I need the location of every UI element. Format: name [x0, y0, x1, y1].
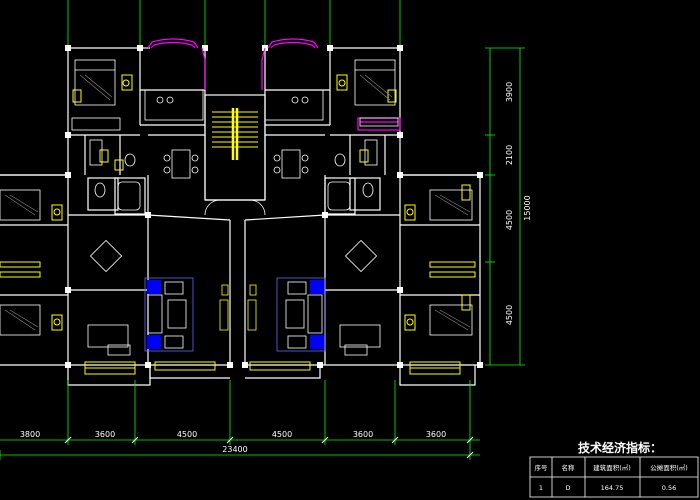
table-title: 技术经济指标： [578, 440, 662, 455]
bay-windows [147, 38, 401, 131]
dim-bottom-1: 3800 [20, 430, 40, 439]
dim-right-4: 4500 [505, 305, 514, 325]
table-header-name: 名称 [562, 463, 576, 472]
bottom-dimensions: 3800 3600 4500 4500 3600 3600 23400 [20, 430, 446, 454]
lamps [53, 79, 414, 326]
dim-bottom-5: 3600 [353, 430, 373, 439]
table-cell-name: D [565, 484, 570, 492]
walls [0, 47, 481, 386]
table-cell-shared: 0.56 [662, 484, 676, 492]
tech-index-table: 技术经济指标： 序号 名称 建筑面积(㎡) 公摊面积(㎡) 1 D 164.75… [529, 440, 699, 498]
dim-right-2: 2100 [505, 145, 514, 165]
dim-right-3: 4500 [505, 210, 514, 230]
right-dimensions: 3900 2100 4500 4500 15000 [505, 82, 532, 325]
dim-bottom-2: 3600 [95, 430, 115, 439]
pillars [65, 45, 483, 368]
dimension-ticks [64, 436, 474, 459]
dimension-lines [0, 0, 525, 460]
table-header-area: 建筑面积(㎡) [593, 463, 631, 472]
dim-bottom-3: 4500 [177, 430, 197, 439]
table-cell-index: 1 [539, 484, 543, 492]
windows [0, 74, 476, 375]
bed-hatching [4, 74, 471, 331]
stair-door [204, 199, 266, 216]
dim-bottom-total: 23400 [222, 445, 247, 454]
dim-bottom-4: 4500 [272, 430, 292, 439]
table-header-shared: 公摊面积(㎡) [650, 463, 688, 472]
living-room-sofas [144, 277, 326, 352]
table-cell-area: 164.75 [601, 484, 624, 492]
dim-right-1: 3900 [505, 82, 514, 102]
furniture [0, 59, 473, 356]
table-header-index: 序号 [535, 463, 549, 472]
dim-bottom-6: 3600 [426, 430, 446, 439]
dim-right-total: 15000 [523, 195, 532, 220]
staircase [212, 108, 258, 160]
